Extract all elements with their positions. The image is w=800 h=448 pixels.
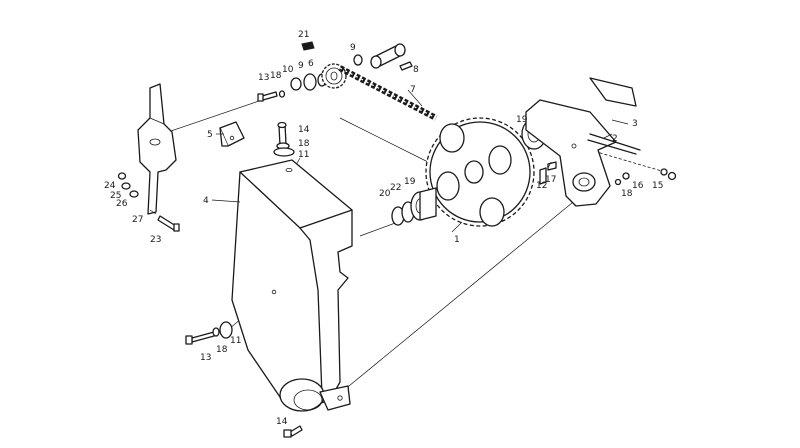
label-27: 27 bbox=[132, 215, 143, 225]
chain-guard-housing bbox=[231, 159, 353, 412]
label-11-upper: 11 bbox=[298, 150, 309, 160]
label-3: 3 bbox=[632, 119, 638, 129]
label-6: 6 bbox=[308, 59, 314, 69]
label-8: 8 bbox=[413, 65, 419, 75]
stud-bolt bbox=[273, 121, 295, 157]
large-sprocket bbox=[425, 117, 535, 227]
label-5: 5 bbox=[207, 130, 213, 140]
label-18-d: 18 bbox=[621, 189, 633, 199]
drive-chain bbox=[338, 65, 438, 121]
label-21: 21 bbox=[298, 30, 309, 40]
right-plate bbox=[525, 77, 637, 207]
label-18-b: 18 bbox=[298, 139, 310, 149]
bolt-upper bbox=[257, 90, 286, 102]
label-19-upper: 19 bbox=[516, 115, 528, 125]
left-fasteners bbox=[117, 172, 180, 232]
tension-rod bbox=[587, 133, 641, 155]
label-17: 17 bbox=[545, 175, 556, 185]
top-small-parts bbox=[301, 41, 413, 71]
label-23: 23 bbox=[150, 235, 161, 245]
label-25: 25 bbox=[110, 191, 121, 201]
label-4: 4 bbox=[203, 196, 209, 206]
label-14-lower: 14 bbox=[276, 417, 288, 427]
left-bracket bbox=[137, 83, 177, 215]
right-fasteners bbox=[614, 168, 677, 186]
lower-bolt bbox=[283, 425, 303, 438]
label-24: 24 bbox=[104, 181, 116, 191]
label-10: 10 bbox=[282, 65, 294, 75]
label-2: 2 bbox=[612, 134, 618, 144]
label-13-upper: 13 bbox=[258, 73, 269, 83]
label-15: 15 bbox=[652, 181, 663, 191]
label-19-lower: 19 bbox=[404, 177, 416, 187]
bearing-stack bbox=[391, 187, 437, 226]
label-11-lower: 11 bbox=[230, 336, 241, 346]
label-16: 16 bbox=[632, 181, 644, 191]
label-leaders bbox=[149, 89, 629, 233]
label-13-lower: 13 bbox=[200, 353, 211, 363]
label-18-c: 18 bbox=[216, 345, 228, 355]
label-9-mid: 9 bbox=[298, 61, 304, 71]
label-22: 22 bbox=[390, 183, 401, 193]
label-18-a: 18 bbox=[270, 71, 282, 81]
callout-labels: 1 2 3 4 5 6 7 8 9 9 10 11 11 12 13 13 14… bbox=[104, 30, 663, 427]
label-12: 12 bbox=[536, 181, 547, 191]
label-1: 1 bbox=[454, 235, 460, 245]
label-9-top: 9 bbox=[350, 43, 356, 53]
label-14-upper: 14 bbox=[298, 125, 310, 135]
lower-left-fasteners bbox=[185, 321, 233, 345]
label-26: 26 bbox=[116, 199, 128, 209]
label-20: 20 bbox=[379, 189, 391, 199]
label-7: 7 bbox=[410, 85, 416, 95]
